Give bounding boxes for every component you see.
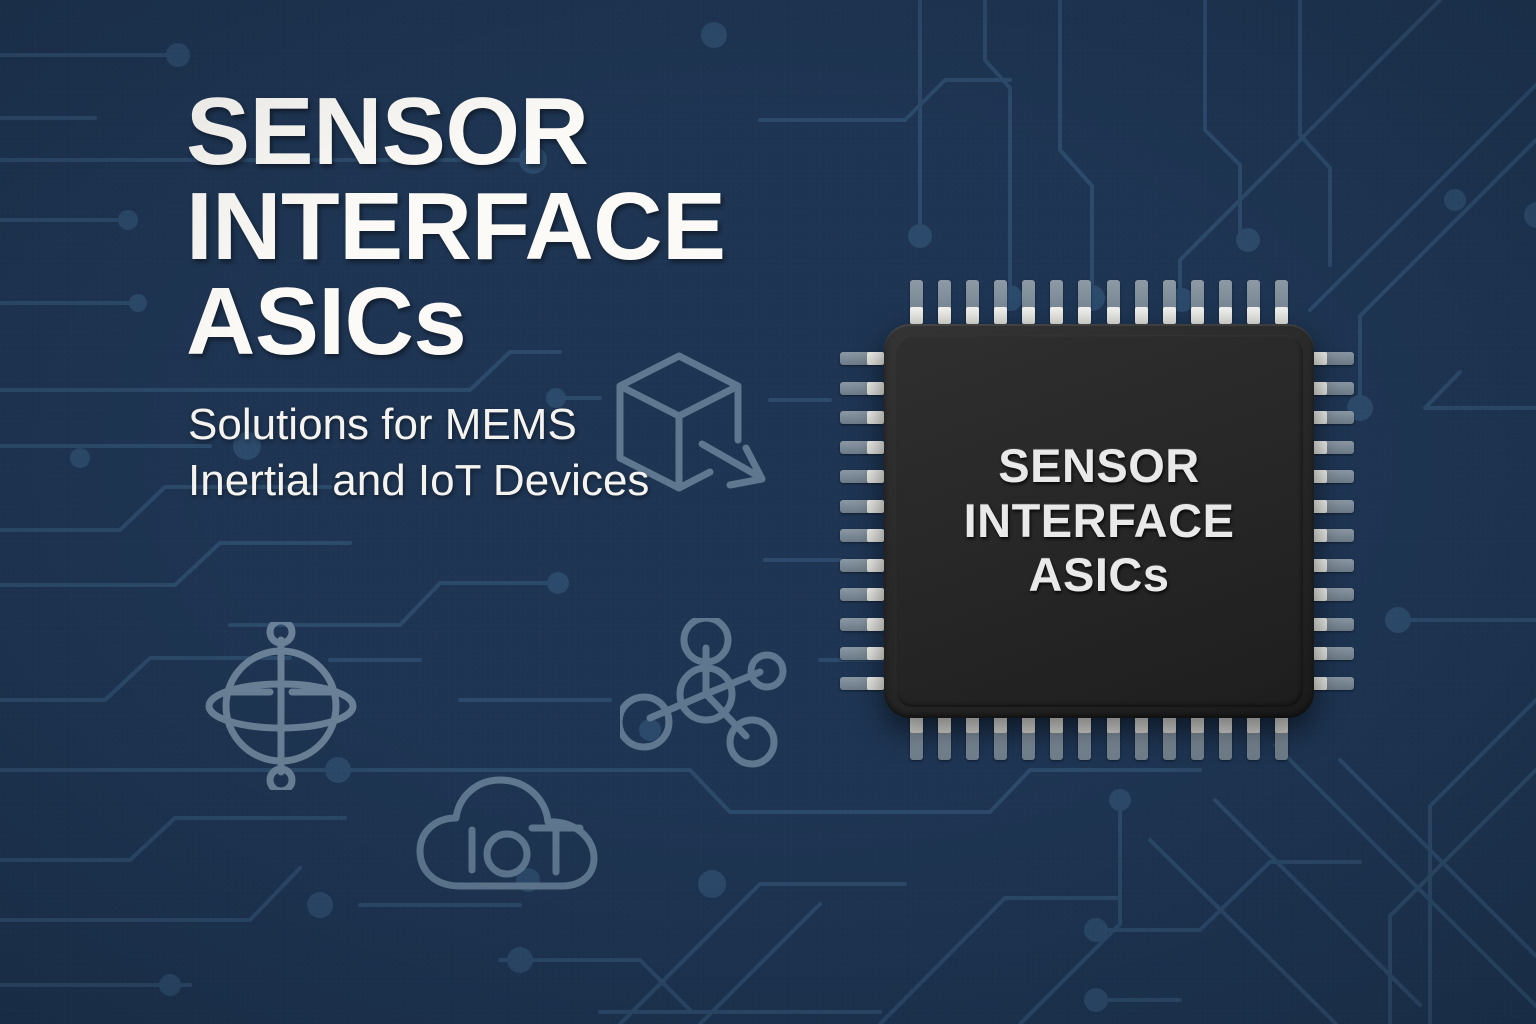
sensor-interface-asic-chip: SENSOR INTERFACE ASICs xyxy=(836,278,1364,764)
title-line-1: SENSOR xyxy=(186,78,589,185)
chip-pin-top-12 xyxy=(1218,280,1232,324)
chip-pin-bottom-10 xyxy=(1162,716,1176,760)
iot-cloud-icon xyxy=(416,776,598,890)
chip-pin-top-7 xyxy=(1078,280,1092,324)
chip-pin-right-7 xyxy=(1310,529,1354,543)
chip-pin-bottom-11 xyxy=(1190,716,1204,760)
chip-pin-bottom-12 xyxy=(1218,716,1232,760)
chip-pin-right-12 xyxy=(1310,677,1354,690)
chip-pin-bottom-1 xyxy=(910,716,923,760)
chip-pin-bottom-2 xyxy=(938,716,952,760)
chip-pin-left-11 xyxy=(840,647,884,661)
chip-pin-bottom-7 xyxy=(1078,716,1092,760)
chip-pin-left-3 xyxy=(840,411,884,425)
chip-pin-right-1 xyxy=(1310,352,1354,365)
chip-label-line-3: ASICs xyxy=(1028,548,1170,602)
chip-pin-top-3 xyxy=(966,280,980,324)
chip-pin-left-5 xyxy=(840,470,884,484)
gyroscope-icon xyxy=(205,622,357,790)
chip-pin-top-8 xyxy=(1106,280,1120,324)
chip-pin-right-6 xyxy=(1310,499,1354,513)
chip-pin-top-11 xyxy=(1190,280,1204,324)
subtitle-line-2: Inertial and IoT Devices xyxy=(188,456,650,506)
chip-pin-right-10 xyxy=(1310,617,1354,631)
chip-label-line-1: SENSOR xyxy=(998,439,1200,493)
chip-pin-left-6 xyxy=(840,499,884,513)
chip-pin-left-4 xyxy=(840,440,884,454)
subtitle: Solutions for MEMS Inertial and IoT Devi… xyxy=(188,397,806,510)
chip-pin-left-7 xyxy=(840,529,884,543)
cube-3d-icon xyxy=(616,352,766,492)
chip-pin-left-10 xyxy=(840,617,884,631)
chip-pin-bottom-5 xyxy=(1022,716,1036,760)
chip-pin-bottom-9 xyxy=(1134,716,1148,760)
chip-pin-bottom-6 xyxy=(1050,716,1064,760)
chip-pin-top-5 xyxy=(1022,280,1036,324)
chip-marking-text: SENSOR INTERFACE ASICs xyxy=(895,335,1303,707)
chip-pin-left-8 xyxy=(840,558,884,572)
chip-body: SENSOR INTERFACE ASICs xyxy=(884,324,1314,718)
chip-pin-right-11 xyxy=(1310,647,1354,661)
chip-pin-right-8 xyxy=(1310,558,1354,572)
chip-pin-left-9 xyxy=(840,588,884,602)
chip-label-line-2: INTERFACE xyxy=(963,493,1235,547)
chip-pin-left-1 xyxy=(840,352,884,365)
chip-pin-left-12 xyxy=(840,677,884,690)
chip-pin-top-9 xyxy=(1134,280,1148,324)
chip-die-surface: SENSOR INTERFACE ASICs xyxy=(895,335,1303,707)
subtitle-line-1: Solutions for MEMS xyxy=(188,400,577,450)
chip-pin-left-2 xyxy=(840,381,884,395)
page-title: SENSOR INTERFACE ASICs xyxy=(186,78,806,376)
chip-pin-right-4 xyxy=(1310,440,1354,454)
chip-pin-top-10 xyxy=(1162,280,1176,324)
chip-pin-bottom-4 xyxy=(994,716,1008,760)
chip-pin-top-2 xyxy=(938,280,952,324)
title-line-3: ASICs xyxy=(186,268,467,376)
chip-pin-top-13 xyxy=(1246,280,1260,324)
chip-pin-top-14 xyxy=(1275,280,1288,324)
chip-pin-right-3 xyxy=(1310,411,1354,425)
chip-pin-bottom-13 xyxy=(1246,716,1260,760)
network-nodes-icon xyxy=(620,618,787,768)
chip-pin-top-4 xyxy=(994,280,1008,324)
chip-pin-top-6 xyxy=(1050,280,1064,324)
chip-pin-right-5 xyxy=(1310,470,1354,484)
chip-pin-bottom-3 xyxy=(966,716,980,760)
chip-pin-bottom-14 xyxy=(1275,716,1288,760)
headline-block: SENSOR INTERFACE ASICs Solutions for MEM… xyxy=(186,78,806,510)
chip-pin-right-2 xyxy=(1310,381,1354,395)
chip-pin-bottom-8 xyxy=(1106,716,1120,760)
title-line-2: INTERFACE xyxy=(186,173,726,281)
chip-pin-right-9 xyxy=(1310,588,1354,602)
chip-pin-top-1 xyxy=(910,280,923,324)
